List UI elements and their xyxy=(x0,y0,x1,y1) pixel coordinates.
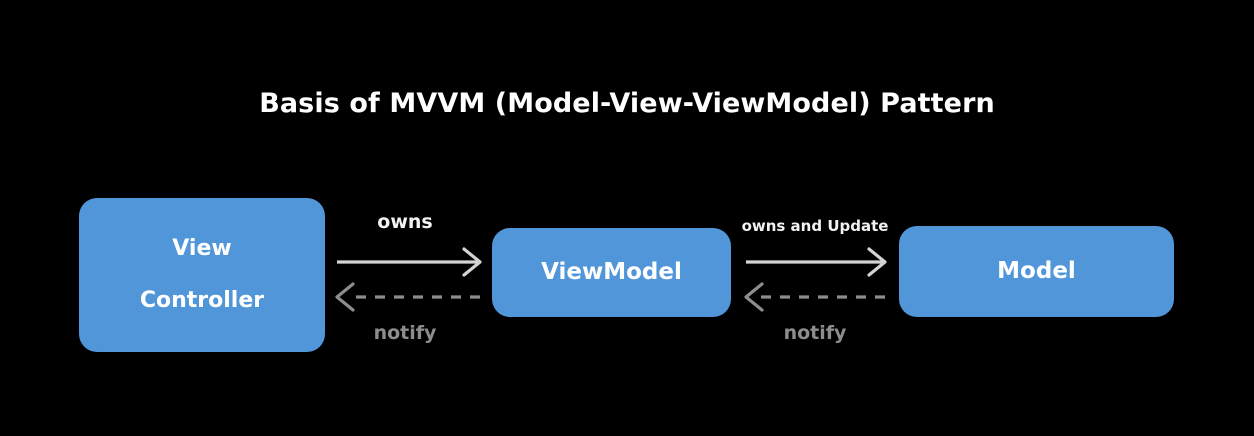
edge-viewmodel-model: owns and Update notify xyxy=(740,205,900,355)
dashed-arrow-left-icon xyxy=(744,282,885,312)
edge-arrows-1 xyxy=(335,247,482,312)
edge-label-notify-1: notify xyxy=(373,322,437,344)
node-viewmodel-label: ViewModel xyxy=(541,258,682,285)
edge-view-controller-viewmodel: owns notify xyxy=(330,205,495,355)
edge-label-owns-and-update: owns and Update xyxy=(741,217,889,235)
dashed-arrow-left-icon xyxy=(335,282,480,312)
edge-label-owns: owns xyxy=(377,211,433,233)
edge-label-notify-2: notify xyxy=(783,322,847,344)
solid-arrow-right-icon xyxy=(746,247,887,277)
node-view-controller-label-line-2: Controller xyxy=(139,288,265,313)
node-view-controller[interactable]: View Controller xyxy=(79,198,325,352)
edge-arrows-2 xyxy=(744,247,887,312)
node-viewmodel[interactable]: ViewModel xyxy=(492,228,731,317)
node-model[interactable]: Model xyxy=(899,226,1174,317)
solid-arrow-right-icon xyxy=(337,247,482,277)
node-model-label: Model xyxy=(997,257,1076,284)
diagram-title: Basis of MVVM (Model-View-ViewModel) Pat… xyxy=(259,88,995,119)
node-view-controller-label-line-1: View xyxy=(172,235,232,261)
